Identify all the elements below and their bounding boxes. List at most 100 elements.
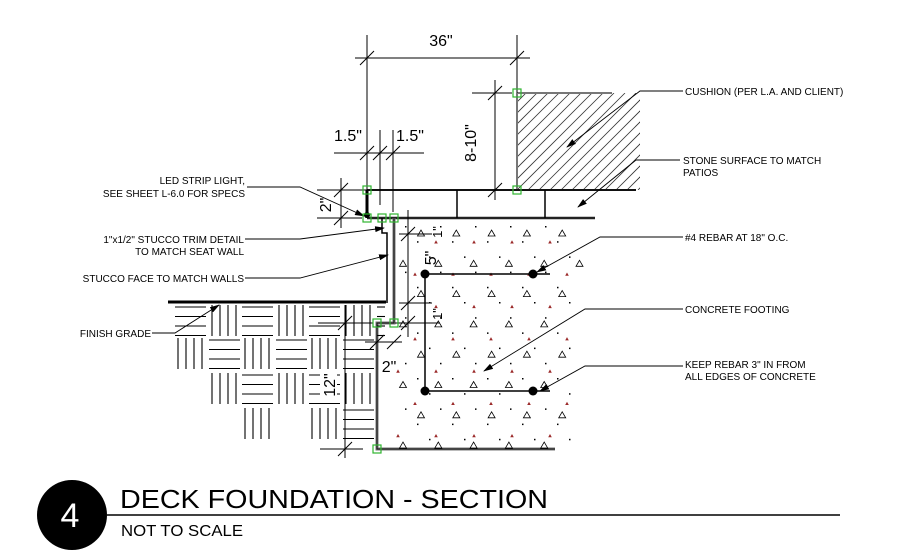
concrete-aggregate-dot <box>405 362 407 365</box>
concrete-aggregate-triangle <box>504 441 514 449</box>
concrete-aggregate-dot <box>440 271 442 274</box>
hatch-line <box>517 93 549 125</box>
note-stucco-trim-line1: 1"x1/2" STUCCO TRIM DETAIL <box>103 235 244 246</box>
concrete-aggregate-accent <box>565 337 569 341</box>
note-concrete-footing: CONCRETE FOOTING <box>685 305 790 316</box>
concrete-aggregate-accent <box>510 434 514 438</box>
grip-handle[interactable] <box>512 88 522 98</box>
concrete-aggregate-dot <box>510 362 512 365</box>
scale-note: NOT TO SCALE <box>121 523 243 540</box>
grip-handle[interactable] <box>512 185 522 195</box>
concrete-aggregate-triangle <box>504 320 514 328</box>
concrete-aggregate-dot <box>464 438 466 441</box>
rebar-bar <box>420 386 430 396</box>
concrete-aggregate-accent <box>396 369 400 373</box>
concrete-aggregate-accent <box>396 434 400 438</box>
concrete-aggregate-dot <box>405 317 407 319</box>
concrete-aggregate-triangle <box>522 229 532 237</box>
concrete-aggregate-triangle <box>452 229 461 237</box>
grip-handle[interactable] <box>362 213 372 223</box>
concrete-aggregate-triangle <box>540 441 549 449</box>
dimension-tick <box>400 295 416 311</box>
concrete-aggregate-dot <box>557 286 559 289</box>
grip-handle[interactable] <box>362 185 372 195</box>
concrete-aggregate-triangle <box>487 229 496 237</box>
concrete-aggregate-dot <box>417 286 419 289</box>
hatch-line <box>517 93 593 169</box>
note-stone-surface-line2: PATIOS <box>683 168 719 179</box>
concrete-aggregate-dot <box>499 393 501 395</box>
dimension-label: 2" <box>382 359 397 376</box>
hatch-line <box>538 93 637 190</box>
dimension-tick <box>487 85 503 101</box>
stucco-trim-and-face <box>381 218 388 303</box>
dimension-2in-step: 2" <box>365 334 402 376</box>
concrete-aggregate-dot <box>405 226 407 228</box>
concrete-aggregate-accent <box>434 304 438 309</box>
concrete-aggregate-dot <box>534 302 536 304</box>
concrete-aggregate-accent <box>510 240 514 244</box>
concrete-aggregate-triangle <box>434 380 443 388</box>
concrete-aggregate <box>396 226 584 449</box>
concrete-aggregate-dot <box>417 241 419 243</box>
hatch-line <box>517 93 604 180</box>
cushion-hatch <box>517 93 640 190</box>
concrete-aggregate-dot <box>522 241 524 243</box>
concrete-aggregate-dot <box>545 226 547 228</box>
concrete-aggregate-dot <box>417 378 419 380</box>
soil-hatch <box>175 305 385 440</box>
dimension-label: 1.5" <box>334 128 362 145</box>
concrete-aggregate-dot <box>440 226 442 228</box>
concrete-aggregate-triangle <box>434 441 443 449</box>
dimension-label: 8-10" <box>463 124 480 162</box>
dimension-cover-stack: 1" 5" 1" <box>395 210 445 337</box>
concrete-aggregate-triangle <box>540 259 549 267</box>
hatch-line <box>517 93 582 158</box>
drawing-title: DECK FOUNDATION - SECTION <box>120 484 548 514</box>
hatch-line <box>582 132 640 190</box>
concrete-aggregate-triangle <box>416 289 426 297</box>
note-rebar: #4 REBAR AT 18" O.C. <box>685 233 788 244</box>
concrete-aggregate-dot <box>499 347 501 350</box>
concrete-aggregate-accent <box>434 434 438 438</box>
concrete-aggregate-dot <box>464 256 466 258</box>
grip-handle[interactable] <box>377 213 387 223</box>
concrete-aggregate-triangle <box>575 259 584 267</box>
note-led-strip-line1: LED STRIP LIGHT, <box>160 176 245 187</box>
hatch-line <box>604 154 640 190</box>
concrete-aggregate-dot <box>405 271 407 274</box>
grip-handle[interactable] <box>372 318 382 328</box>
concrete-aggregate-dot <box>522 423 524 426</box>
concrete-aggregate-accent <box>548 369 552 373</box>
footing-outline-inner <box>376 218 555 450</box>
leader-cushion <box>566 90 683 148</box>
grip-handle[interactable] <box>389 213 399 223</box>
concrete-aggregate-dot <box>487 423 489 426</box>
concrete-aggregate-accent <box>489 337 493 341</box>
grip-handle[interactable] <box>372 444 382 454</box>
leader-finish-grade <box>152 304 220 334</box>
concrete-aggregate-triangle <box>522 289 532 297</box>
concrete-aggregate-dot <box>464 393 466 395</box>
concrete-aggregate-dot <box>440 408 442 410</box>
dimension-12in: 12" <box>318 305 373 458</box>
concrete-aggregate-dot <box>429 256 431 258</box>
concrete-aggregate-accent <box>565 272 569 276</box>
concrete-aggregate-dot <box>545 317 547 319</box>
grip-handle[interactable] <box>389 318 399 328</box>
concrete-aggregate-dot <box>452 332 454 334</box>
dimension-tick <box>333 182 349 198</box>
concrete-aggregate-triangle <box>416 229 426 237</box>
concrete-aggregate-triangle <box>558 289 567 297</box>
concrete-aggregate-dot <box>475 226 477 228</box>
leader-stucco-trim <box>245 226 385 240</box>
dimension-tick <box>509 50 525 66</box>
concrete-aggregate-triangle <box>504 380 514 388</box>
concrete-aggregate-triangle <box>469 380 478 388</box>
concrete-aggregate-accent <box>527 401 531 405</box>
concrete-aggregate-dot <box>475 271 477 274</box>
concrete-aggregate-dot <box>440 362 442 365</box>
concrete-aggregate-triangle <box>487 350 496 358</box>
dimension-label: 1" <box>430 308 445 320</box>
